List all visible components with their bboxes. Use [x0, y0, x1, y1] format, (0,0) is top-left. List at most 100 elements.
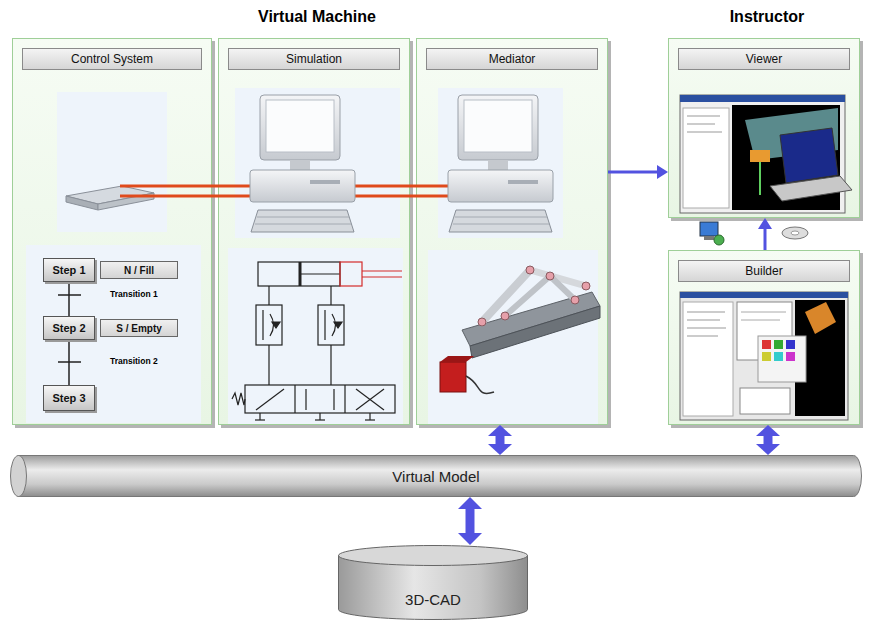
sfc-step: Step 2 — [43, 316, 95, 340]
flow-arrow — [608, 165, 668, 179]
viewer-screenshot — [770, 176, 852, 201]
panel-title: Viewer — [678, 48, 850, 70]
computer-icon — [260, 95, 340, 160]
mechanism-picture — [582, 282, 590, 290]
step-label: Step 1 — [52, 264, 85, 276]
viewer-screenshot — [750, 150, 770, 162]
pneumatic-schematic — [362, 276, 402, 277]
pneumatic-schematic — [362, 270, 402, 271]
flow-arrow — [608, 171, 658, 174]
pneumatic-schematic — [259, 413, 260, 420]
sfc-step: Step 3 — [43, 385, 95, 411]
pneumatic-schematic — [255, 419, 265, 420]
database-cylinder: 3D-CAD — [338, 545, 528, 620]
pneumatic-schematic — [330, 286, 331, 305]
media-icon — [700, 222, 808, 245]
arrow-head — [488, 425, 512, 436]
computer-icon — [508, 180, 538, 184]
mechanism-picture — [546, 272, 554, 280]
pneumatic-schematic — [272, 322, 280, 328]
pneumatic-schematic — [268, 286, 269, 305]
picture-ground — [57, 92, 167, 232]
computer-icon — [458, 95, 538, 160]
pneumatic-schematic — [319, 413, 320, 420]
mechanism-picture — [550, 276, 575, 300]
builder-screenshot — [680, 292, 848, 420]
builder-screenshot — [683, 302, 733, 416]
arrow-head — [756, 425, 780, 436]
pneumatic-schematic — [305, 389, 306, 410]
builder-screenshot — [786, 352, 795, 361]
bus-shape — [18, 456, 862, 497]
cylinder-shape — [339, 546, 528, 566]
media-icon — [700, 222, 718, 236]
bus-shape — [11, 456, 27, 497]
exchange-arrow — [488, 425, 512, 455]
arrow-head — [458, 533, 482, 545]
action-label: S / Empty — [116, 323, 162, 334]
pneumatic-schematic — [369, 413, 370, 420]
computer-icon — [488, 160, 508, 170]
picture-ground — [26, 245, 201, 423]
viewer-screenshot — [759, 162, 761, 195]
pneumatic-schematic — [324, 310, 325, 340]
group-heading: Instructor — [730, 8, 805, 26]
arrow-head — [657, 165, 668, 179]
pneumatic-schematic — [256, 305, 282, 345]
transition-label: Transition 2 — [110, 356, 158, 366]
pneumatic-schematic — [330, 345, 331, 385]
cylinder-shape — [338, 545, 528, 620]
exchange-arrow — [466, 508, 475, 534]
arrow-head — [488, 444, 512, 455]
pneumatic-schematic — [315, 419, 325, 420]
builder-screenshot — [680, 292, 848, 298]
bus-label: Virtual Model — [392, 468, 479, 485]
mechanism-picture — [440, 356, 474, 362]
builder-screenshot — [687, 336, 718, 337]
pneumatic-schematic — [232, 262, 402, 420]
sfc-link — [68, 340, 70, 385]
sfc-link — [69, 340, 70, 385]
picture-ground — [26, 88, 598, 424]
pneumatic-schematic — [294, 385, 295, 413]
pneumatic-schematic — [232, 393, 245, 405]
pneumatic-schematic — [365, 419, 375, 420]
mechanism-picture — [571, 296, 579, 304]
builder-screenshot — [687, 320, 720, 321]
pneumatic-schematic — [334, 322, 342, 328]
builder-screenshot — [774, 340, 783, 349]
computer-icon — [455, 217, 547, 218]
database-label: 3D-CAD — [405, 591, 461, 608]
viewer-screenshot — [680, 95, 845, 102]
builder-screenshot — [741, 320, 780, 321]
viewer-screenshot — [683, 108, 729, 208]
flow-arrow — [764, 228, 767, 250]
step-label: Step 2 — [52, 322, 85, 334]
mechanism-picture — [478, 318, 486, 326]
pneumatic-schematic — [356, 389, 384, 410]
computer-icon — [449, 210, 552, 232]
computer-icon — [250, 170, 355, 202]
builder-screenshot — [687, 328, 726, 329]
computer-icon — [257, 217, 349, 218]
computer-icon — [448, 95, 553, 232]
pneumatic-schematic — [245, 385, 395, 413]
builder-screenshot — [762, 352, 771, 361]
builder-screenshot — [740, 388, 790, 414]
sfc-link — [68, 282, 70, 316]
pneumatic-schematic — [270, 314, 274, 336]
model-bus: Virtual Model — [10, 455, 862, 497]
exchange-arrow — [764, 435, 773, 445]
builder-screenshot — [687, 312, 725, 313]
pneumatic-schematic — [300, 273, 340, 274]
transition-label: Transition 1 — [110, 289, 158, 299]
plc-device — [66, 186, 154, 210]
mechanism-picture — [466, 376, 494, 393]
viewer-screenshot — [680, 95, 852, 213]
computer-icon — [251, 210, 354, 232]
builder-screenshot — [774, 352, 783, 361]
exchange-arrow — [496, 435, 505, 445]
exchange-arrow — [756, 425, 780, 455]
